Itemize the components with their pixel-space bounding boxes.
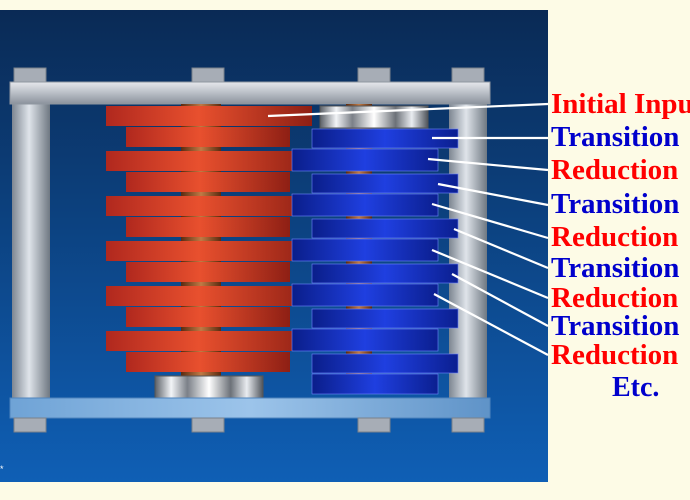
- stage-label: Reduction: [551, 221, 679, 253]
- bottom-bolt-caps: [13, 417, 485, 433]
- stage-label: Transition: [551, 121, 680, 153]
- left-post: [12, 98, 50, 398]
- top-chrome-hub: [319, 105, 429, 129]
- top-frame-bar: [9, 81, 491, 105]
- stage-label: Transition: [551, 310, 680, 342]
- stage-label: Reduction: [551, 339, 679, 371]
- stage-label: Initial Input: [551, 88, 690, 120]
- red-gear-stack: [106, 106, 312, 372]
- bottom-chrome-hub: [154, 375, 264, 399]
- etc-label: Etc.: [612, 372, 660, 403]
- leader-lines: [267, 102, 549, 356]
- stage-label: Transition: [551, 188, 680, 220]
- base-plate: [9, 397, 491, 419]
- stage-label: Reduction: [551, 154, 679, 186]
- stage-label: Reduction: [551, 282, 679, 314]
- blue-gear-stack: [291, 128, 459, 395]
- top-bolt-caps: [13, 67, 485, 85]
- stage-label: Transition: [551, 252, 680, 284]
- corner-mark: *: [0, 464, 4, 474]
